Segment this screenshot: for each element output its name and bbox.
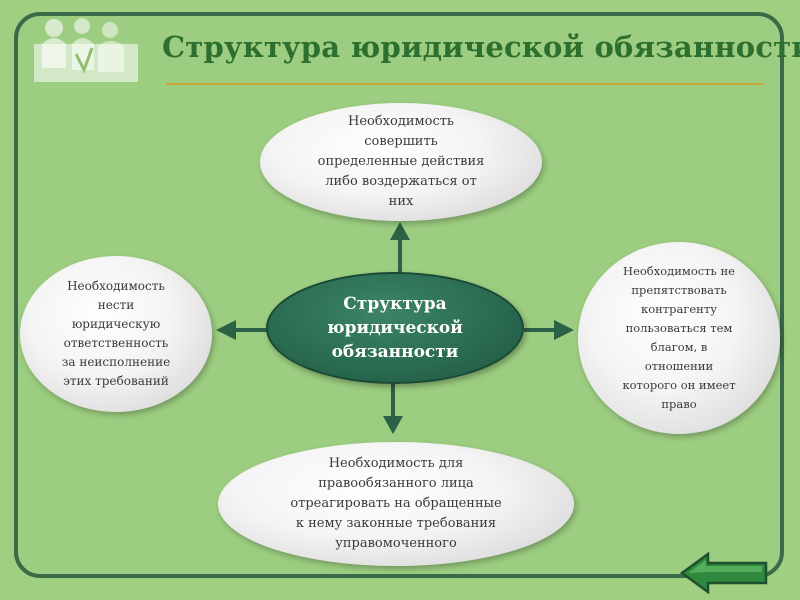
arrowhead-bottom — [383, 416, 403, 434]
node-right-text: Необходимость не препятствовать контраге… — [622, 264, 736, 411]
node-right: Необходимость не препятствовать контраге… — [578, 242, 780, 434]
node-bottom: Необходимость для правообязанного лица о… — [218, 442, 574, 566]
center-node-text: Структура юридической обязанности — [327, 294, 463, 362]
arrowhead-left — [216, 320, 236, 340]
slide-title: Структура юридической обязанности — [162, 30, 800, 64]
people-silhouette-logo — [34, 18, 138, 82]
node-left: Необходимость нести юридическую ответств… — [20, 256, 212, 412]
node-top: Необходимость совершить определенные дей… — [260, 103, 542, 221]
arrowhead-top — [390, 222, 410, 240]
center-node: Структура юридической обязанности — [266, 272, 524, 384]
arrowhead-right — [554, 320, 574, 340]
title-underline — [166, 83, 764, 85]
node-top-text: Необходимость совершить определенные дей… — [317, 114, 485, 209]
node-left-text: Необходимость нести юридическую ответств… — [61, 279, 171, 388]
node-bottom-text: Необходимость для правообязанного лица о… — [290, 456, 502, 551]
back-arrow-icon[interactable] — [680, 552, 770, 594]
